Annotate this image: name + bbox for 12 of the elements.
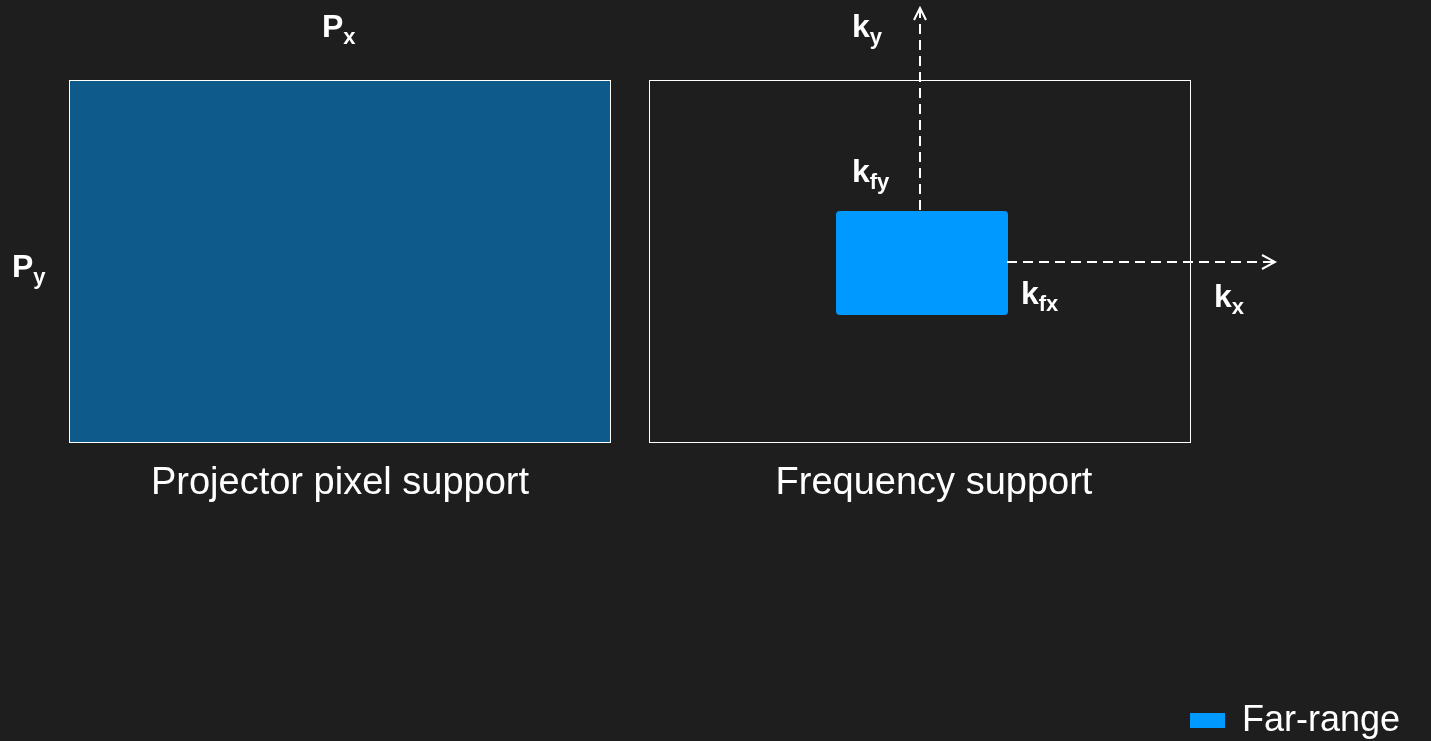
panel-caption: Projector pixel support bbox=[150, 460, 530, 503]
frequency-support-rect bbox=[649, 80, 1191, 443]
panel-caption: Frequency support bbox=[775, 460, 1093, 503]
legend-label: Far-range bbox=[1242, 698, 1401, 740]
axis-label: k$_{y}$ bbox=[852, 10, 883, 49]
axis-symbol: P$_{y}$ bbox=[12, 250, 46, 289]
axis-symbol: k$_{fx}$ bbox=[1021, 277, 1059, 316]
axis-symbol: k$_{fy}$ bbox=[852, 155, 890, 194]
projector-pixel-rect bbox=[69, 80, 611, 443]
axis-symbol: P$_{x}$ bbox=[322, 10, 356, 49]
axis-label: k$_{x}$ bbox=[1214, 280, 1245, 319]
far-range-rect bbox=[836, 211, 1008, 315]
